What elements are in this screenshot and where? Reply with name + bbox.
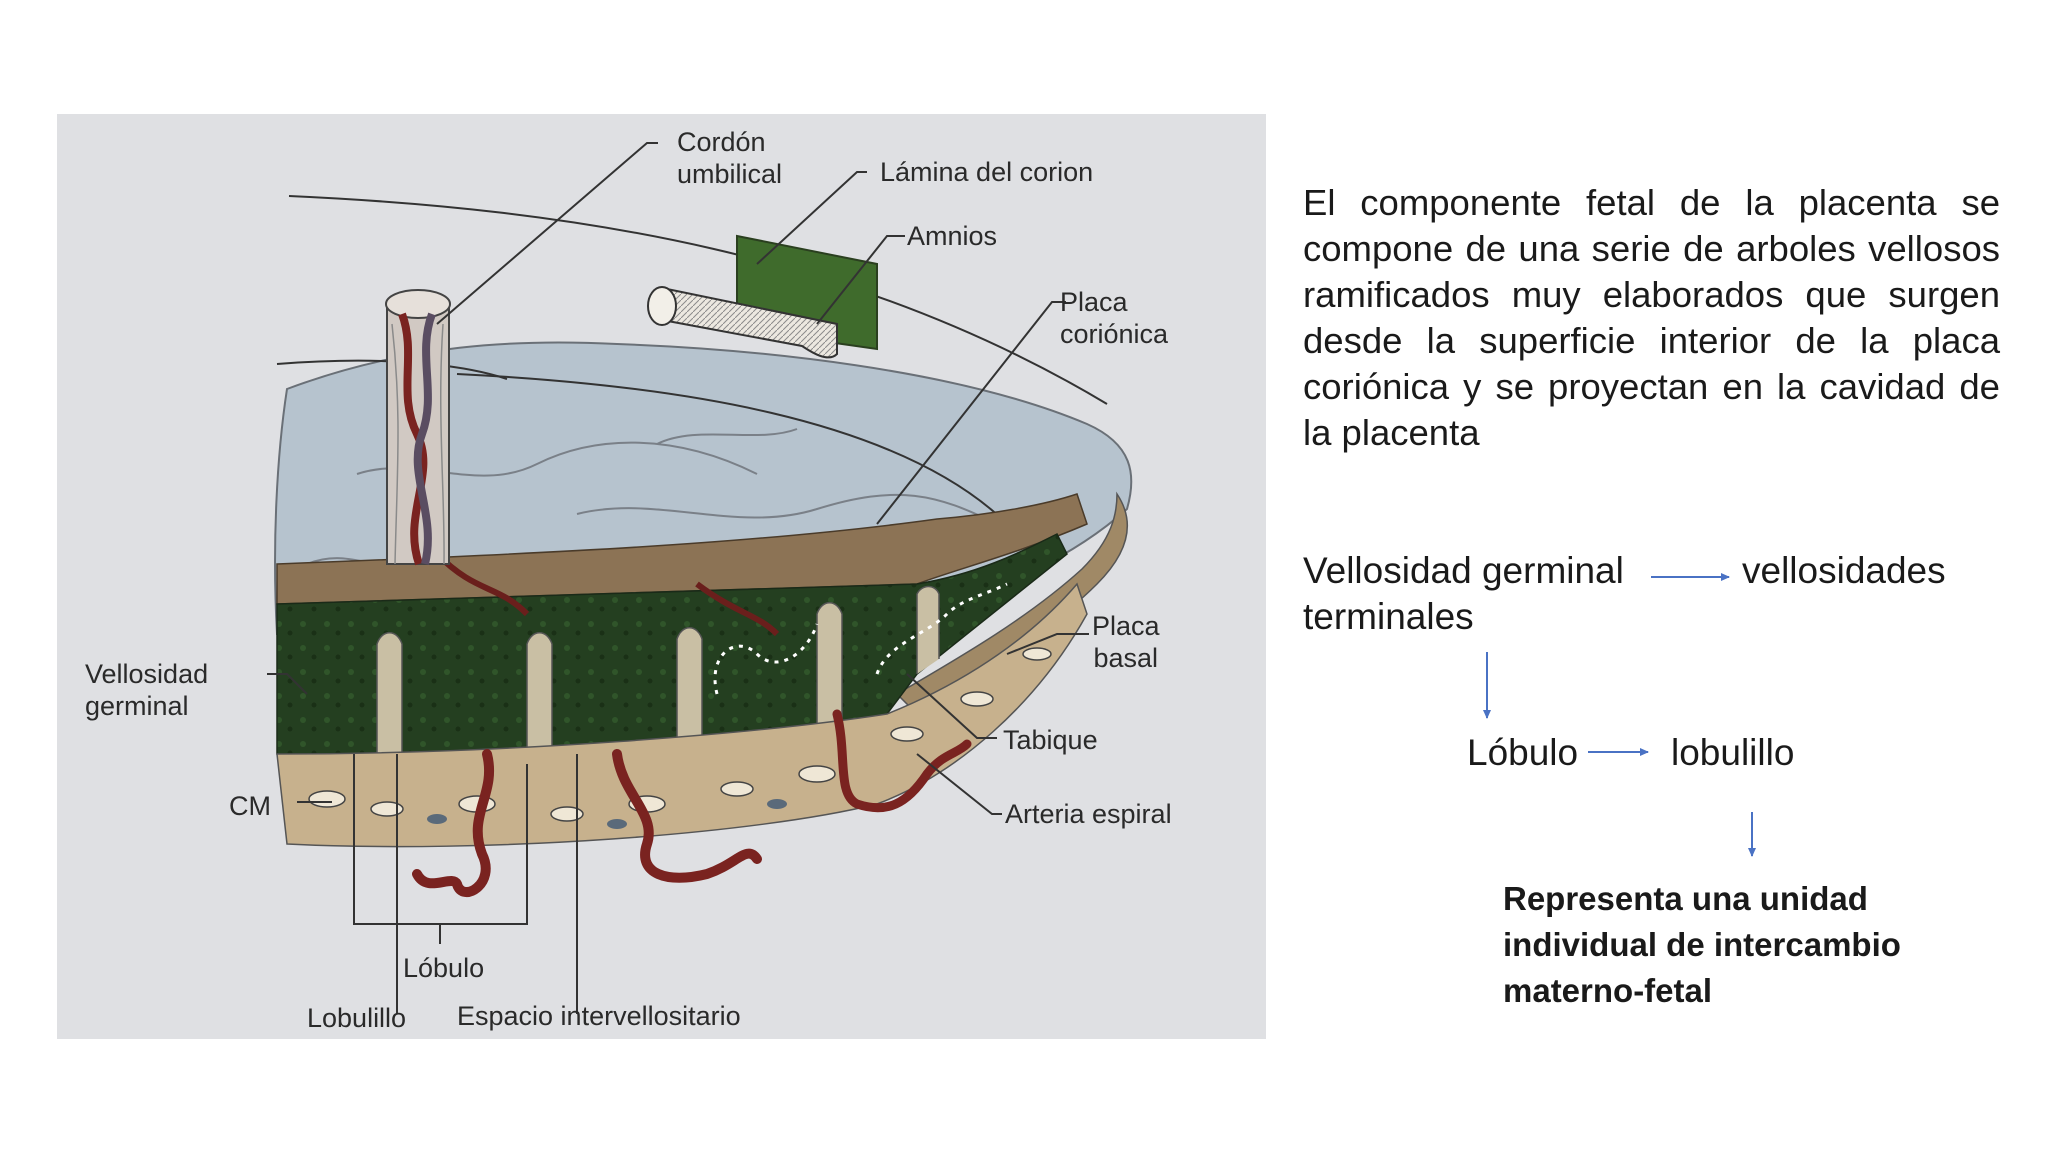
label-septum: Tabique bbox=[1003, 725, 1098, 755]
spiral-artery bbox=[412, 749, 494, 897]
label-lobule: Lobulillo bbox=[307, 1003, 407, 1033]
placenta-diagram: Cordón umbilical Lámina del corion Amnio… bbox=[57, 114, 1266, 1039]
label-spiral-artery: Arteria espiral bbox=[1005, 799, 1172, 829]
label-lobe: Lóbulo bbox=[403, 953, 485, 983]
placenta-illustration bbox=[267, 142, 1133, 1014]
flow-stem-villus: Vellosidad germinal bbox=[1303, 550, 1624, 591]
label-umbilical-cord: Cordón umbilical bbox=[677, 127, 783, 189]
flow-conclusion: Representa una unidad individual de inte… bbox=[1503, 880, 1901, 1009]
description-paragraph: El componente fetal de la placenta se co… bbox=[1303, 182, 2000, 453]
flow-lobule: lobulillo bbox=[1671, 732, 1795, 773]
label-chorionic-plate: Placa coriónica bbox=[1060, 287, 1169, 349]
basal-plate bbox=[276, 582, 1088, 848]
label-intervillous-space: Espacio intervellositario bbox=[457, 1001, 741, 1031]
label-amnion: Amnios bbox=[907, 221, 998, 251]
label-cm: CM bbox=[229, 791, 271, 821]
flow-terminal: terminales bbox=[1303, 596, 1474, 637]
flow-villi: vellosidades bbox=[1742, 550, 1946, 591]
label-chorion-lamina: Lámina del corion bbox=[880, 157, 1094, 187]
flow-lobe: Lóbulo bbox=[1467, 732, 1579, 773]
chorionic-plate-band bbox=[276, 493, 1088, 605]
label-stem-villus: Vellosidad germinal bbox=[85, 659, 209, 721]
label-basal-plate: Placa basal bbox=[1092, 611, 1160, 673]
